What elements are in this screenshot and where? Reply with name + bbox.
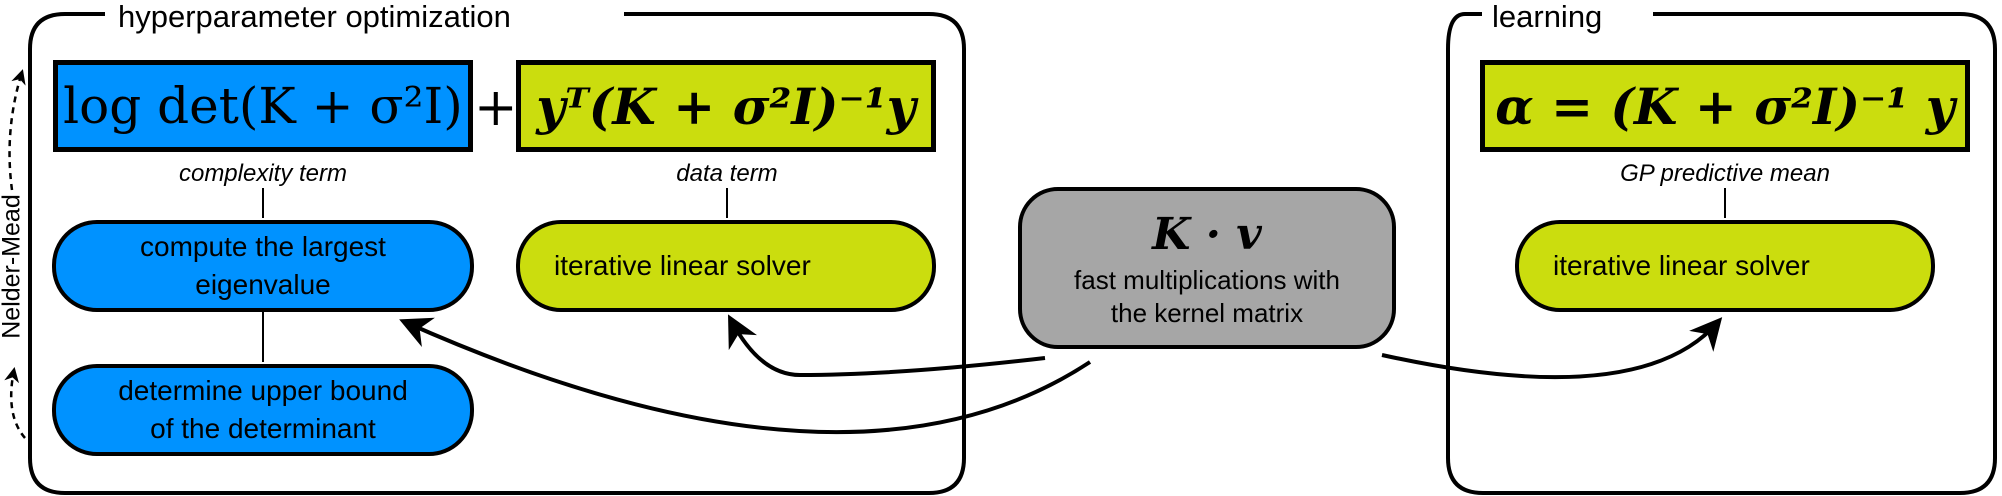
nelder-mead-label: Nelder-Mead (0, 194, 26, 339)
kernel-description: fast multiplications with the kernel mat… (1074, 265, 1340, 328)
arrow-to-right-solver (1381, 317, 1723, 380)
right-solver-node: iterative linear solver (1515, 220, 1935, 312)
arrow-to-eigenvalue (399, 317, 1092, 435)
learning-panel-border (1446, 12, 1997, 495)
predictive-caption: GP predictive mean (1620, 160, 1830, 187)
data-formula: yᵀ(K + σ²I)⁻¹y (516, 60, 936, 152)
data-caption: data term (676, 160, 778, 187)
predictive-formula: α = (K + σ²I)⁻¹ y (1480, 60, 1970, 152)
complexity-caption: complexity term (178, 160, 348, 187)
kernel-vector-symbol: K · v (1152, 209, 1262, 260)
learning-panel-title: learning (1482, 0, 1613, 34)
plus-sign: + (474, 78, 518, 138)
complexity-formula: log det(K + σ²I) (53, 60, 473, 152)
arrow-to-left-solver (728, 314, 1046, 378)
hyperparameter-panel-title: hyperparameter optimization (108, 0, 521, 34)
largest-eigenvalue-node: compute the largest eigenvalue (52, 220, 474, 312)
nelder-mead-top-arrow (8, 69, 26, 191)
kernel-multiplication-node: K · v fast multiplications with the kern… (1018, 187, 1396, 349)
hyperparameter-panel-border (28, 12, 966, 495)
nelder-mead-bottom-arrow (4, 367, 26, 439)
upper-bound-node: determine upper bound of the determinant (52, 364, 474, 456)
left-solver-node: iterative linear solver (516, 220, 936, 312)
